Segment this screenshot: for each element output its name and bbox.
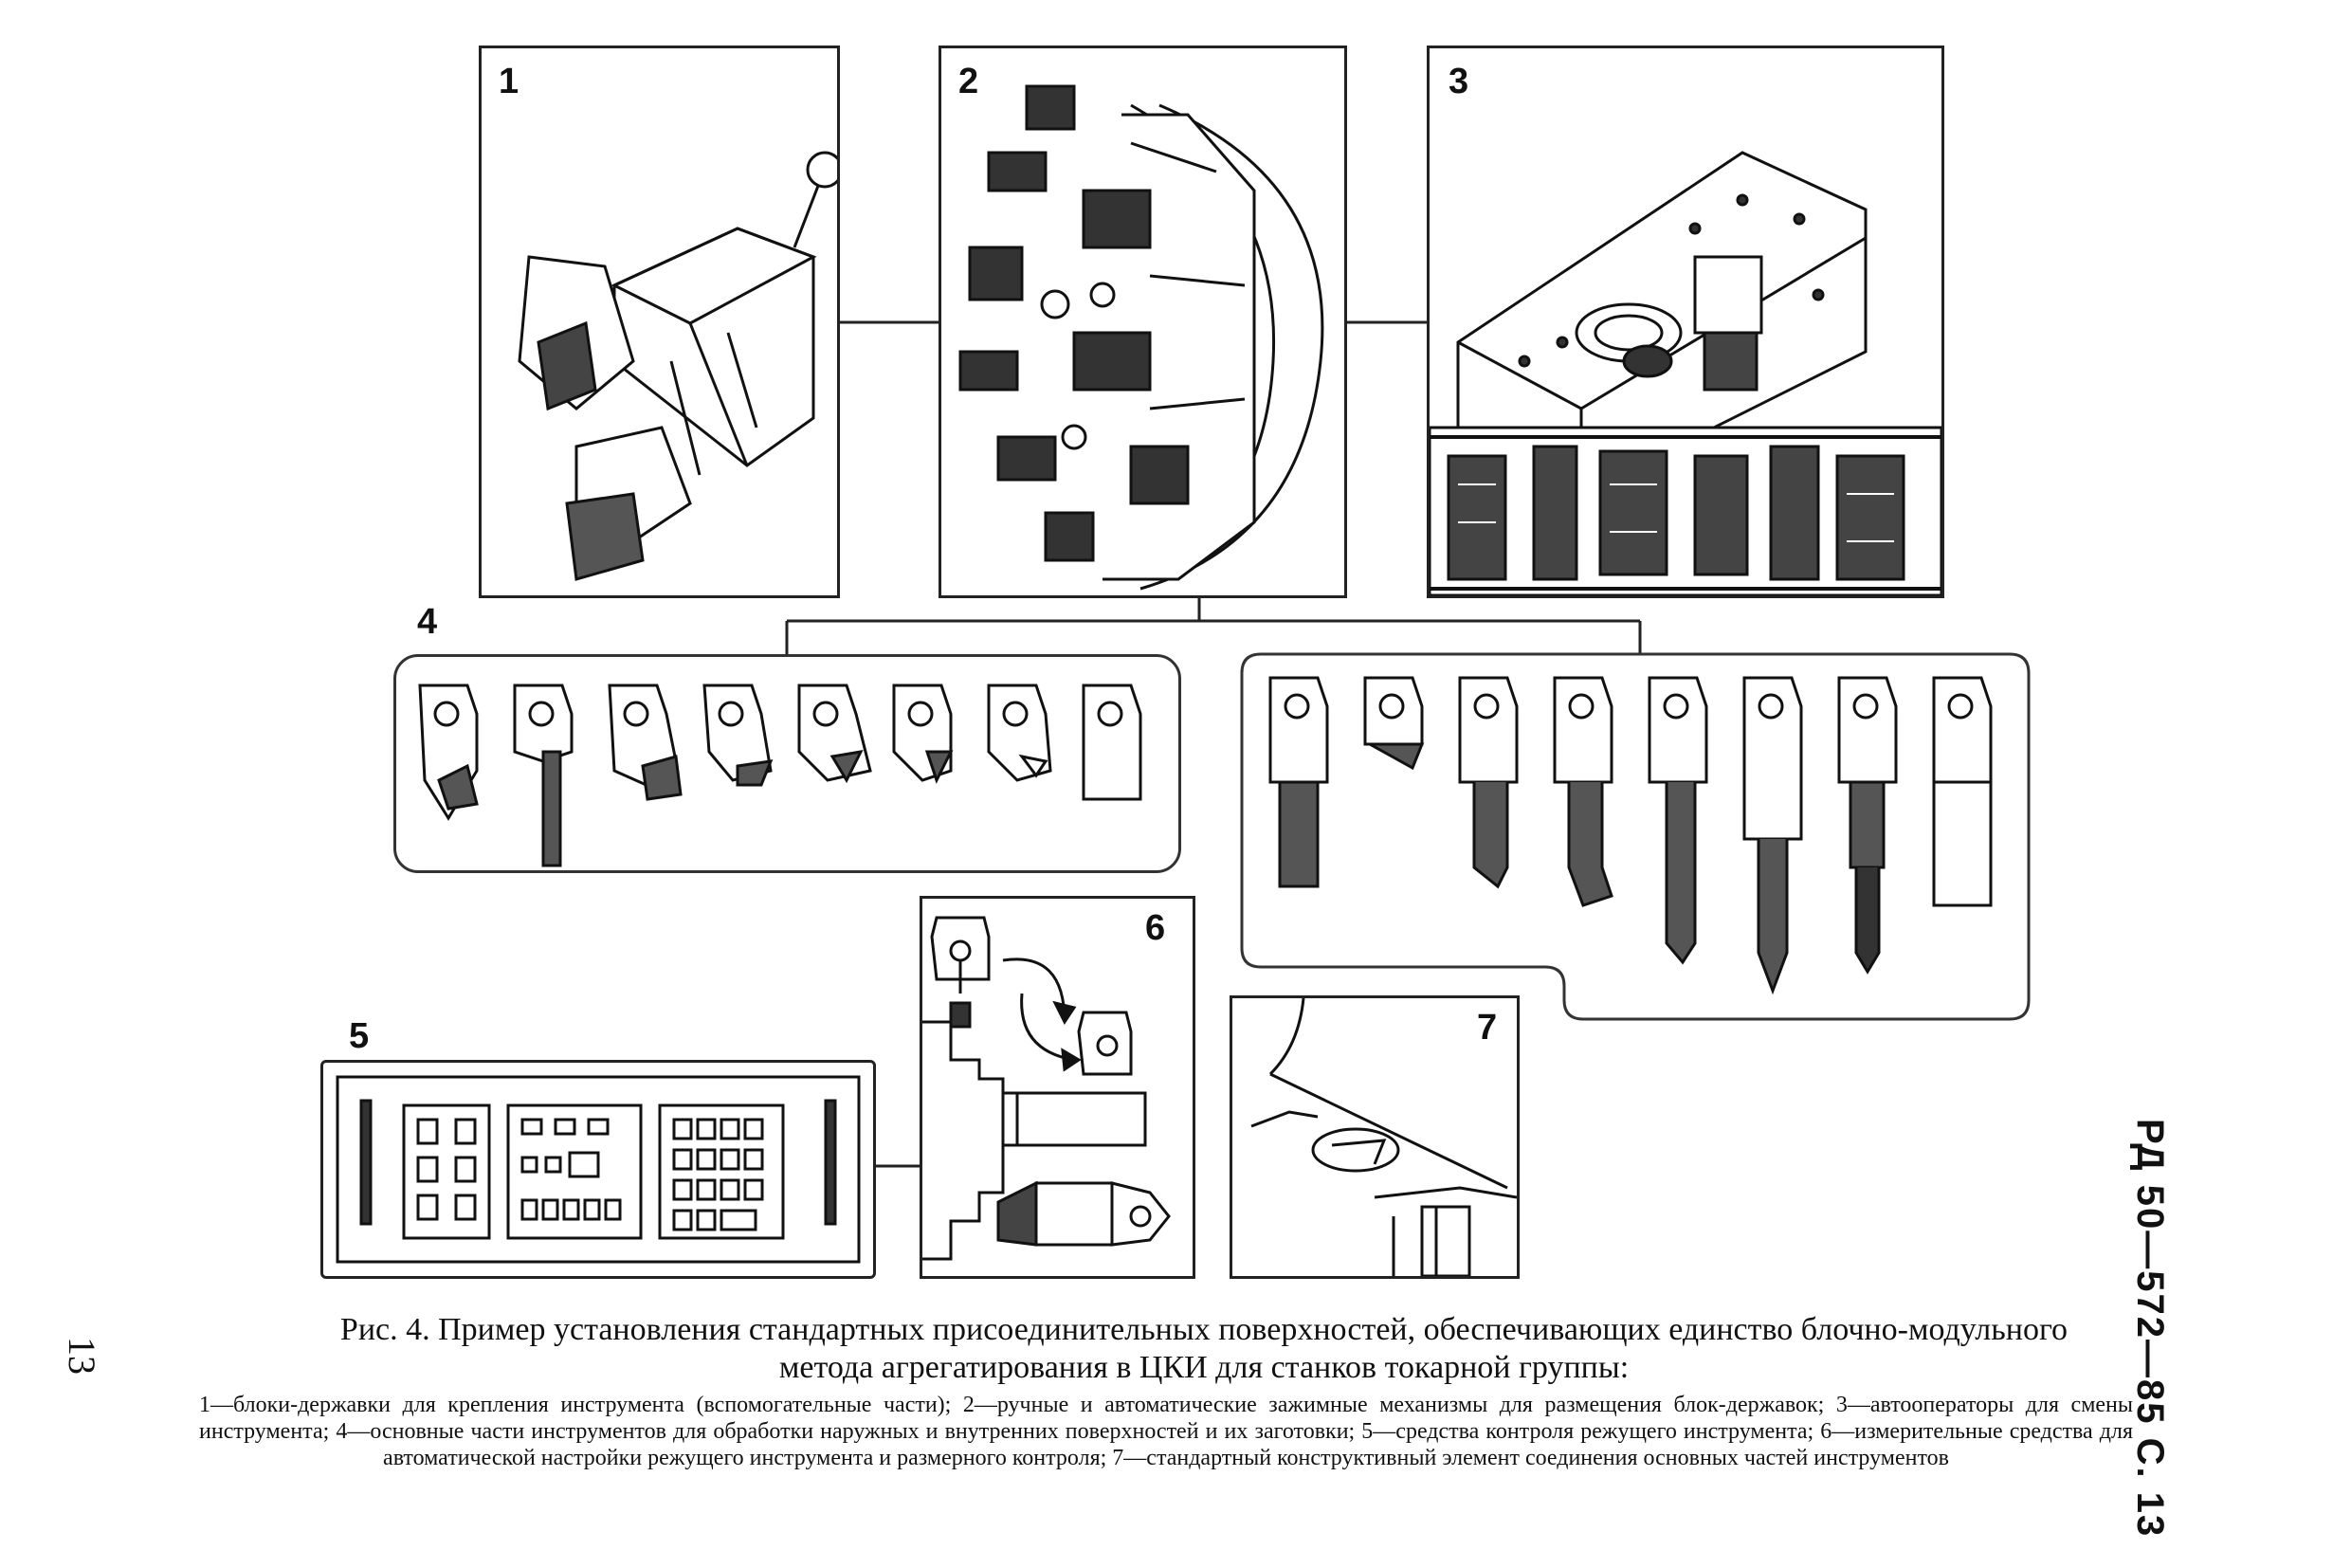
panel-label-4: 4 xyxy=(417,602,438,642)
page-number: 13 xyxy=(61,1337,103,1375)
connection-element-drawing xyxy=(1250,998,1517,1276)
panel-label-1: 1 xyxy=(499,62,519,101)
panel-label-6: 6 xyxy=(1145,908,1166,948)
measuring-device-drawing xyxy=(922,916,1171,1261)
figure-caption-legend: 1—блоки-державки для крепления инструмен… xyxy=(199,1393,2133,1470)
panel-7-standard-connection-element: 7 xyxy=(1230,995,1520,1279)
panel-1-tool-holder-block: 1 xyxy=(479,46,840,598)
figure-caption-title: Рис. 4. Пример установления стандартных … xyxy=(339,1312,2069,1385)
outer-tools-drawing xyxy=(418,684,1142,867)
turret-drawing xyxy=(958,84,1324,591)
autooperator-drawing xyxy=(1430,151,1941,595)
document-code: РД 50—572—85 С. 13 xyxy=(2129,1119,2171,1539)
panel-3-tool-change-autooperator: 3 xyxy=(1427,46,1944,598)
panel-4-outer-tools-group xyxy=(393,654,1181,873)
panel-label-7: 7 xyxy=(1477,1008,1498,1048)
panel-label-2: 2 xyxy=(958,62,979,101)
panel-label-5: 5 xyxy=(349,1016,370,1056)
panel-5-tool-control-unit xyxy=(320,1060,876,1279)
tool-holder-drawing xyxy=(518,151,837,581)
panel-label-3: 3 xyxy=(1449,62,1469,101)
panel-2-turret-clamping-mechanism: 2 xyxy=(939,46,1347,598)
panel-6-measuring-device: 6 xyxy=(920,896,1195,1279)
control-unit-drawing xyxy=(336,1075,861,1264)
